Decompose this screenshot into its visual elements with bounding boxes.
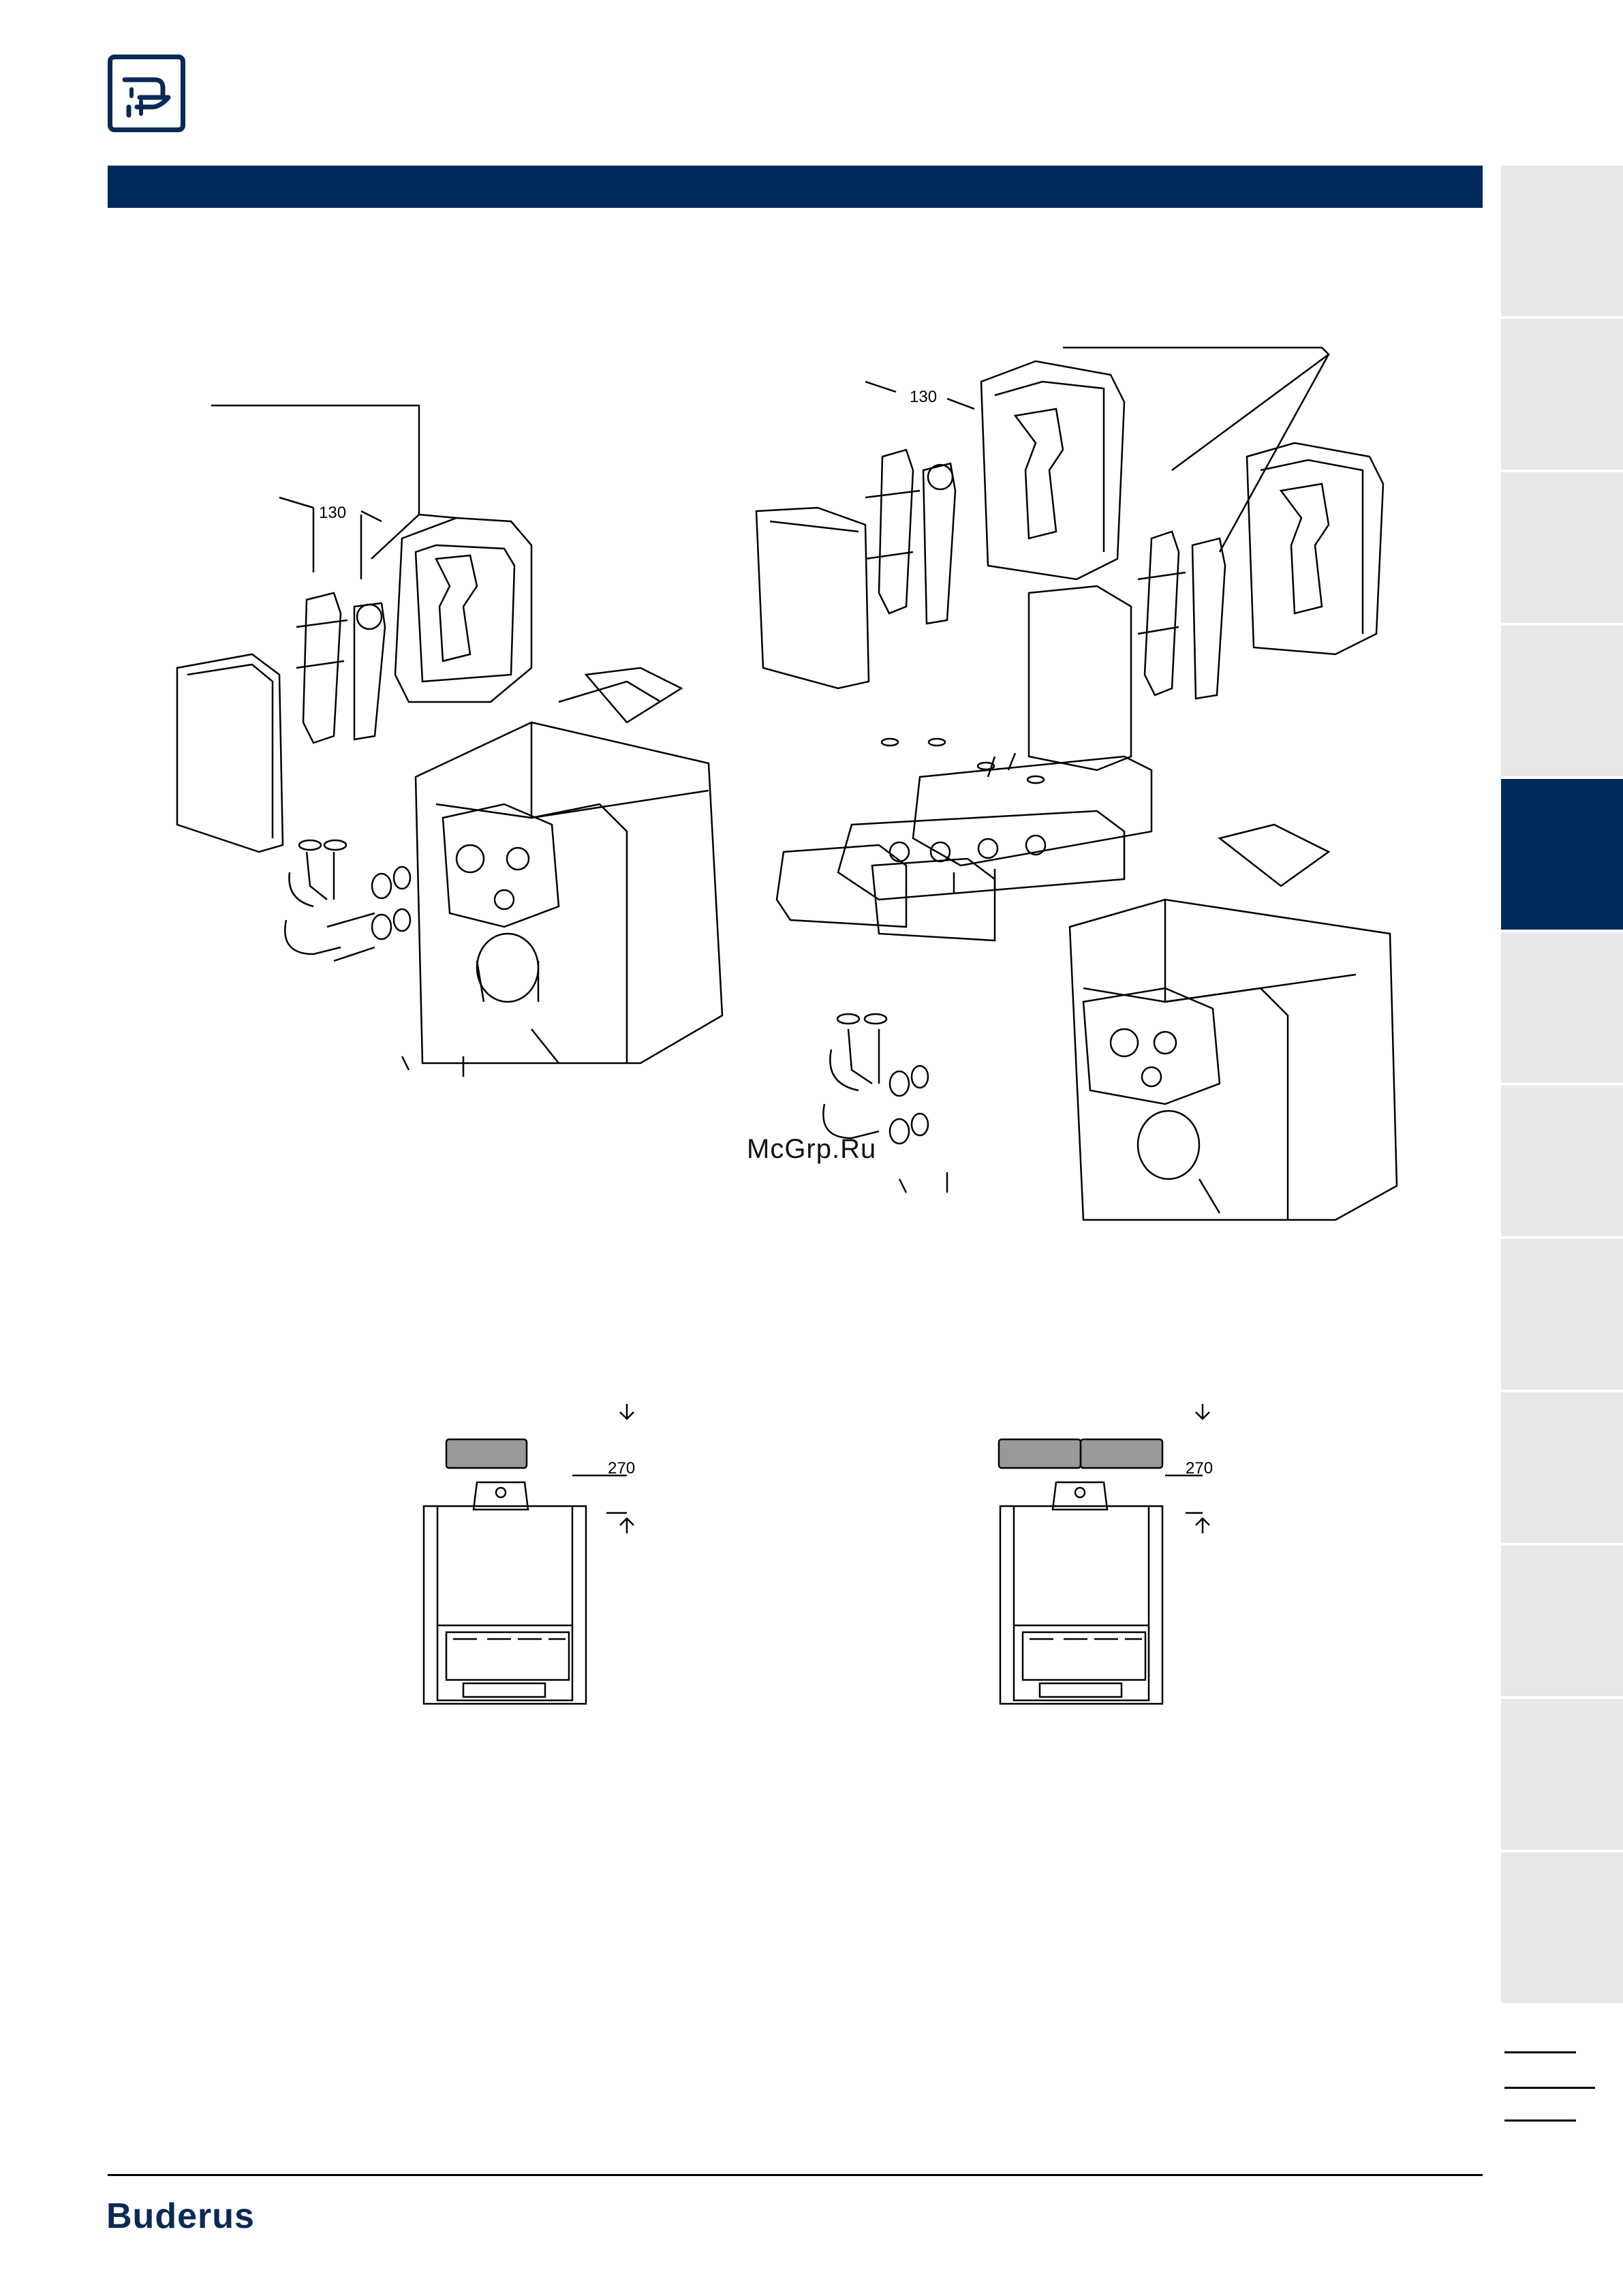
tab-rule bbox=[1504, 2087, 1595, 2089]
left-assembly-drawing: 130 bbox=[150, 382, 763, 1097]
side-tab-8[interactable] bbox=[1501, 1239, 1623, 1390]
module-a bbox=[999, 1439, 1081, 1468]
svg-text:130: 130 bbox=[319, 504, 346, 522]
side-tab-12[interactable] bbox=[1501, 1852, 1623, 2003]
pipe-fitting-icon bbox=[108, 55, 185, 132]
svg-text:270: 270 bbox=[608, 1459, 635, 1478]
side-tab-10[interactable] bbox=[1501, 1546, 1623, 1696]
section-header-bar bbox=[108, 166, 1483, 208]
side-tab-2[interactable] bbox=[1501, 319, 1623, 470]
svg-text:270: 270 bbox=[1186, 1459, 1213, 1478]
tab-rule bbox=[1504, 2051, 1576, 2053]
single-module bbox=[446, 1439, 527, 1468]
side-tab-1[interactable] bbox=[1501, 166, 1623, 316]
side-tab-11[interactable] bbox=[1501, 1699, 1623, 1850]
side-tab-5-active[interactable] bbox=[1501, 779, 1623, 930]
footer-rule bbox=[108, 2174, 1483, 2176]
side-tab-6[interactable] bbox=[1501, 932, 1623, 1083]
tab-rule bbox=[1504, 2119, 1576, 2122]
side-tab-3[interactable] bbox=[1501, 472, 1623, 623]
brand-logo: Buderus bbox=[106, 2196, 255, 2237]
right-assembly-drawing: 130 bbox=[743, 334, 1424, 1240]
side-tab-strip bbox=[1501, 166, 1623, 2006]
svg-text:130: 130 bbox=[910, 388, 937, 406]
front-view-left: 270 bbox=[416, 1397, 647, 1711]
front-view-right: 270 bbox=[988, 1397, 1233, 1711]
side-tab-7[interactable] bbox=[1501, 1086, 1623, 1236]
watermark-text: McGrp.Ru bbox=[747, 1134, 876, 1165]
module-b bbox=[1081, 1439, 1162, 1468]
side-tab-4[interactable] bbox=[1501, 626, 1623, 776]
side-tab-9[interactable] bbox=[1501, 1392, 1623, 1543]
